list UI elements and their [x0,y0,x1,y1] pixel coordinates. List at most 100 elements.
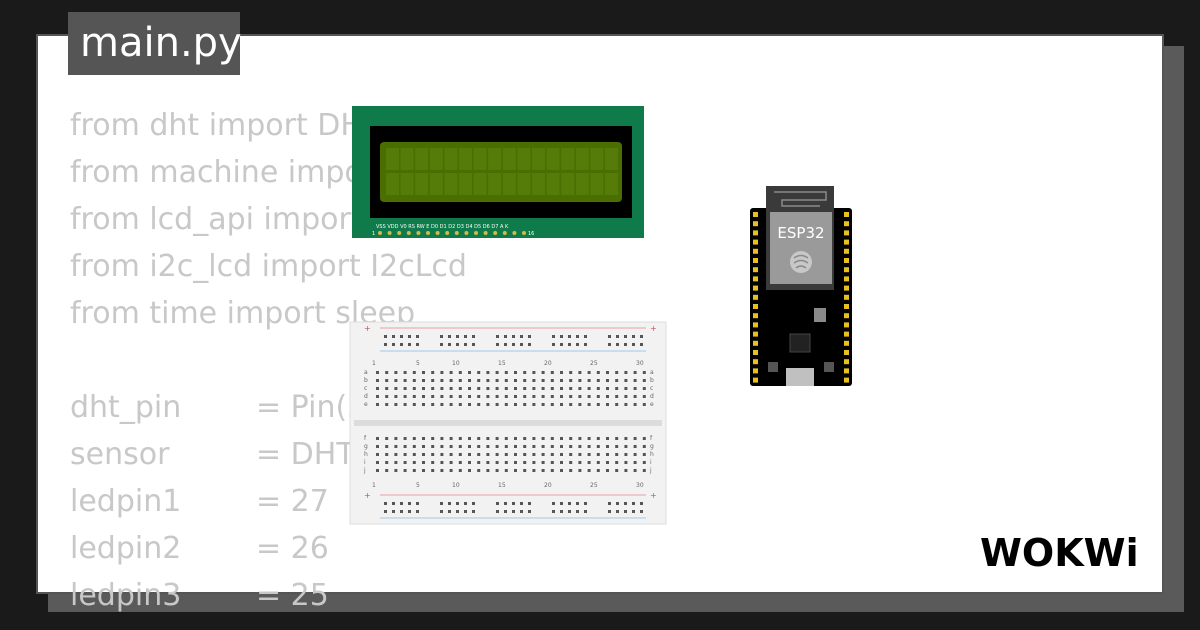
breadboard-hole [486,371,490,374]
breadboard-hole [449,437,453,440]
rail-hole [584,502,587,505]
breadboard-hole [624,403,628,406]
rail-hole [464,510,467,513]
breadboard-hole [394,453,398,456]
breadboard-hole [468,379,471,382]
breadboard-hole [587,445,591,448]
rail-hole [472,510,475,513]
rail-hole [448,335,451,338]
breadboard-hole [642,403,646,406]
breadboard-hole [504,387,508,390]
breadboard-hole [422,387,425,390]
rail-hole [528,502,531,505]
breadboard-hole [468,437,471,440]
breadboard-hole [486,403,490,406]
breadboard-hole [532,403,536,406]
breadboard-hole [587,453,591,456]
breadboard-hole [624,453,628,456]
rail-hole [552,335,555,338]
breadboard-hole [514,379,517,382]
lcd-pin-labels: VSS VDD V0 RS RW E D0 D1 D2 D3 D4 D5 D6 … [376,224,509,230]
breadboard-labels: 1 5 10 15 20 25 30 1 5 10 15 20 25 30 a … [363,360,654,489]
lcd-pin [493,231,498,235]
lcd-character-cell [546,148,560,170]
breadboard-hole [440,403,444,406]
breadboard-hole [394,403,398,406]
breadboard-hole [495,395,499,398]
row-label: j [363,467,366,474]
breadboard-hole [624,395,628,398]
lcd-character-cell [546,173,560,195]
breadboard-hole [376,437,379,440]
rail-hole [576,510,579,513]
breadboard-hole [431,371,435,374]
lcd-pin [397,231,402,235]
breadboard-hole [440,395,444,398]
esp32-pin [753,340,758,346]
file-tab[interactable]: main.py [68,12,242,75]
breadboard-hole [560,387,563,390]
breadboard-hole [606,379,609,382]
breadboard-hole [587,461,591,464]
breadboard-hole [624,371,628,374]
breadboard-hole [514,437,517,440]
breadboard-hole [560,371,563,374]
column-label: 30 [636,360,644,367]
esp32-pin [753,368,758,374]
rail-hole [392,510,395,513]
breadboard-hole [642,445,646,448]
breadboard-hole [569,395,573,398]
breadboard-hole [504,469,508,472]
breadboard-hole [578,395,582,398]
rail-hole [408,335,411,338]
row-label: f [650,435,653,442]
breadboard-hole [440,379,444,382]
esp32-pin [844,359,849,365]
variable-name: sensor [70,437,170,472]
row-label: j [649,467,652,474]
breadboard-hole [578,437,582,440]
lcd-character-cell [415,148,429,170]
breadboard-hole [550,461,554,464]
center-channel [354,420,662,426]
breadboard-hole [615,437,619,440]
breadboard-hole [569,453,573,456]
breadboard-hole [596,379,600,382]
lcd-character-cell [561,148,575,170]
lcd-pin [378,231,382,235]
lcd-character-cell [444,148,458,170]
rail-hole [400,343,403,346]
esp32-pin [844,239,849,245]
esp32-pin [844,276,849,282]
breadboard-hole [642,387,646,390]
rail-hole [624,510,627,513]
breadboard-hole [449,395,453,398]
column-label: 10 [452,360,460,367]
lcd-pin [387,231,392,235]
breadboard-hole [477,461,481,464]
rail-hole [528,343,531,346]
row-label: h [650,451,654,458]
breadboard-hole [376,469,379,472]
column-label: 5 [416,482,420,489]
breadboard-hole [541,395,545,398]
breadboard-hole [514,445,517,448]
breadboard-hole [523,395,527,398]
rail-hole [520,510,523,513]
breadboard-hole [468,371,471,374]
breadboard-hole [606,469,609,472]
breadboard-hole [440,371,444,374]
breadboard-hole [385,437,389,440]
row-label: f [364,435,367,442]
rail-hole [464,335,467,338]
breadboard-hole [440,387,444,390]
breadboard-hole [532,453,536,456]
breadboard-hole [431,453,435,456]
column-label: 20 [544,360,552,367]
lcd-character-cell [473,173,487,195]
rail-hole [552,510,555,513]
rail-hole [440,335,443,338]
breadboard-hole [477,395,481,398]
breadboard-hole [394,437,398,440]
lcd-character-cell [473,148,487,170]
